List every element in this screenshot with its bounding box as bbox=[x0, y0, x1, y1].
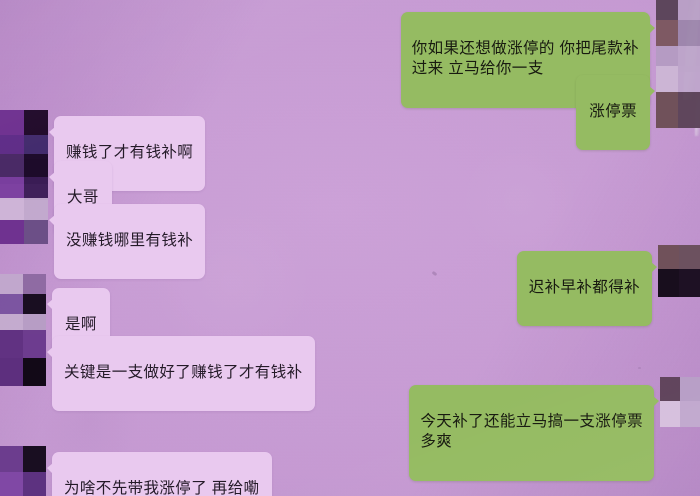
avatar[interactable] bbox=[0, 198, 48, 244]
avatar[interactable] bbox=[0, 446, 46, 496]
message-text: 今天补了还能立马搞一支涨停票 多爽 bbox=[420, 413, 643, 451]
message-text: 涨停票 bbox=[589, 103, 637, 121]
photo-speck bbox=[638, 367, 641, 369]
avatar[interactable] bbox=[658, 245, 700, 297]
message-row: 迟补早补都得补 bbox=[516, 243, 700, 327]
avatar[interactable] bbox=[660, 377, 700, 427]
message-row: 为啥不先带我涨停了 再给嘞 bbox=[0, 442, 272, 496]
message-text: 赚钱了才有钱补啊 bbox=[66, 144, 194, 162]
message-bubble[interactable]: 为啥不先带我涨停了 再给嘞 bbox=[47, 452, 272, 496]
message-text: 迟补早补都得补 bbox=[528, 279, 640, 297]
message-row: 关键是一支做好了赚钱了才有钱补 bbox=[0, 330, 315, 412]
message-bubble[interactable]: 没赚钱哪里有钱补 bbox=[48, 204, 206, 280]
message-text: 没赚钱哪里有钱补 bbox=[66, 232, 194, 250]
message-bubble[interactable]: 迟补早补都得补 bbox=[516, 251, 658, 327]
avatar[interactable] bbox=[0, 274, 46, 334]
message-bubble[interactable]: 今天补了还能立马搞一支涨停票 多爽 bbox=[409, 385, 659, 481]
message-row: 今天补了还能立马搞一支涨停票 多爽 bbox=[409, 377, 700, 481]
avatar[interactable] bbox=[0, 154, 48, 200]
avatar[interactable] bbox=[656, 0, 700, 72]
message-text: 是啊 bbox=[65, 316, 97, 334]
message-bubble[interactable]: 关键是一支做好了赚钱了才有钱补 bbox=[47, 336, 315, 412]
avatar[interactable] bbox=[0, 330, 46, 386]
avatar[interactable] bbox=[656, 66, 700, 128]
message-bubble[interactable]: 涨停票 bbox=[576, 75, 655, 151]
message-row: 涨停票 bbox=[576, 66, 700, 151]
message-text: 为啥不先带我涨停了 再给嘞 bbox=[64, 480, 260, 496]
message-text: 你如果还想做涨停的 你把尾款补 过来 立马给你一支 bbox=[411, 40, 639, 78]
message-text: 关键是一支做好了赚钱了才有钱补 bbox=[64, 364, 303, 382]
message-text: 大哥 bbox=[67, 189, 99, 207]
message-row: 没赚钱哪里有钱补 bbox=[0, 198, 206, 280]
